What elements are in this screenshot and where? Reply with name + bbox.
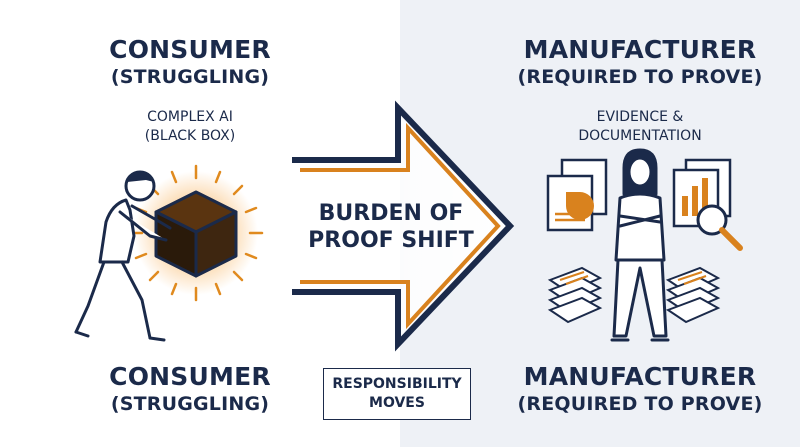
magnifying-glass-icon [696,204,743,251]
manufacturer-heading: MANUFACTURER (REQUIRED TO PROVE) [500,35,780,89]
manufacturer-figure-icon [610,148,670,342]
consumer-heading-title: CONSUMER [109,35,271,64]
consumer-figure-icon [74,170,172,342]
evidence-label: EVIDENCE & DOCUMENTATION [540,108,740,146]
manufacturer-bottom-subtitle: (REQUIRED TO PROVE) [517,393,763,415]
report-document-icon [546,158,608,232]
shift-arrow [292,100,515,352]
evidence-label-line1: EVIDENCE & [596,109,684,125]
black-box-label-line1: COMPLEX AI [147,109,233,125]
consumer-bottom-label: CONSUMER (STRUGGLING) [60,362,320,416]
manufacturer-bottom-label: MANUFACTURER (REQUIRED TO PROVE) [500,362,780,416]
evidence-label-line2: DOCUMENTATION [578,128,702,144]
consumer-heading-subtitle: (STRUGGLING) [110,66,270,88]
black-box-label-line2: (BLACK BOX) [144,128,236,144]
black-box-label: COMPLEX AI (BLACK BOX) [90,108,290,146]
arrow-label-line1: BURDEN OF [318,201,464,226]
responsibility-line1: RESPONSIBILITY [332,376,462,392]
document-stack-icon [547,266,721,324]
manufacturer-heading-title: MANUFACTURER [523,35,757,64]
arrow-label: BURDEN OF PROOF SHIFT [296,200,486,254]
arrow-label-line2: PROOF SHIFT [308,228,474,253]
manufacturer-bottom-title: MANUFACTURER [523,362,757,391]
consumer-heading: CONSUMER (STRUGGLING) [60,35,320,89]
glowing-black-box-icon [128,164,264,302]
responsibility-line2: MOVES [369,395,425,411]
consumer-bottom-title: CONSUMER [109,362,271,391]
manufacturer-heading-subtitle: (REQUIRED TO PROVE) [517,66,763,88]
consumer-bottom-subtitle: (STRUGGLING) [110,393,270,415]
responsibility-moves-box: RESPONSIBILITY MOVES [323,368,471,420]
